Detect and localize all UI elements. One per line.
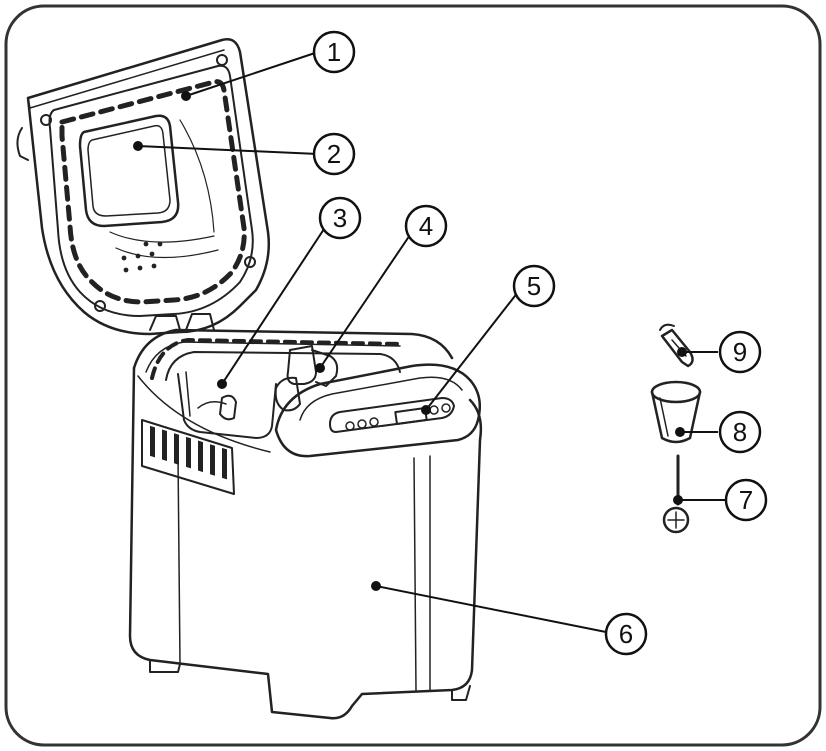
leader-dots <box>133 91 687 591</box>
callout-1-label: 1 <box>327 37 341 67</box>
control-panel <box>274 363 481 458</box>
callout-2-label: 2 <box>327 139 341 169</box>
side-vents <box>141 419 235 495</box>
callout-8: 8 <box>718 410 762 454</box>
callout-7: 7 <box>724 478 768 522</box>
callout-5: 5 <box>512 264 556 308</box>
callout-4-label: 4 <box>419 211 433 241</box>
callout-5-label: 5 <box>527 271 541 301</box>
callout-8-label: 8 <box>733 417 747 447</box>
callout-9: 9 <box>718 330 762 374</box>
callout-3-label: 3 <box>333 203 347 233</box>
callout-2: 2 <box>312 132 356 176</box>
lid <box>16 38 270 336</box>
callout-4: 4 <box>404 204 448 248</box>
leader-lines <box>137 51 728 633</box>
callout-7-label: 7 <box>739 485 753 515</box>
bread-pan <box>177 371 277 439</box>
housing <box>128 328 483 720</box>
callout-1: 1 <box>312 30 356 74</box>
kneading-paddle-shaft <box>274 345 339 412</box>
diagram-frame <box>4 4 822 747</box>
measuring-cup <box>650 380 702 444</box>
callout-3: 3 <box>318 196 362 240</box>
callout-6: 6 <box>604 612 648 656</box>
callout-6-label: 6 <box>619 619 633 649</box>
callout-9-label: 9 <box>733 337 747 367</box>
